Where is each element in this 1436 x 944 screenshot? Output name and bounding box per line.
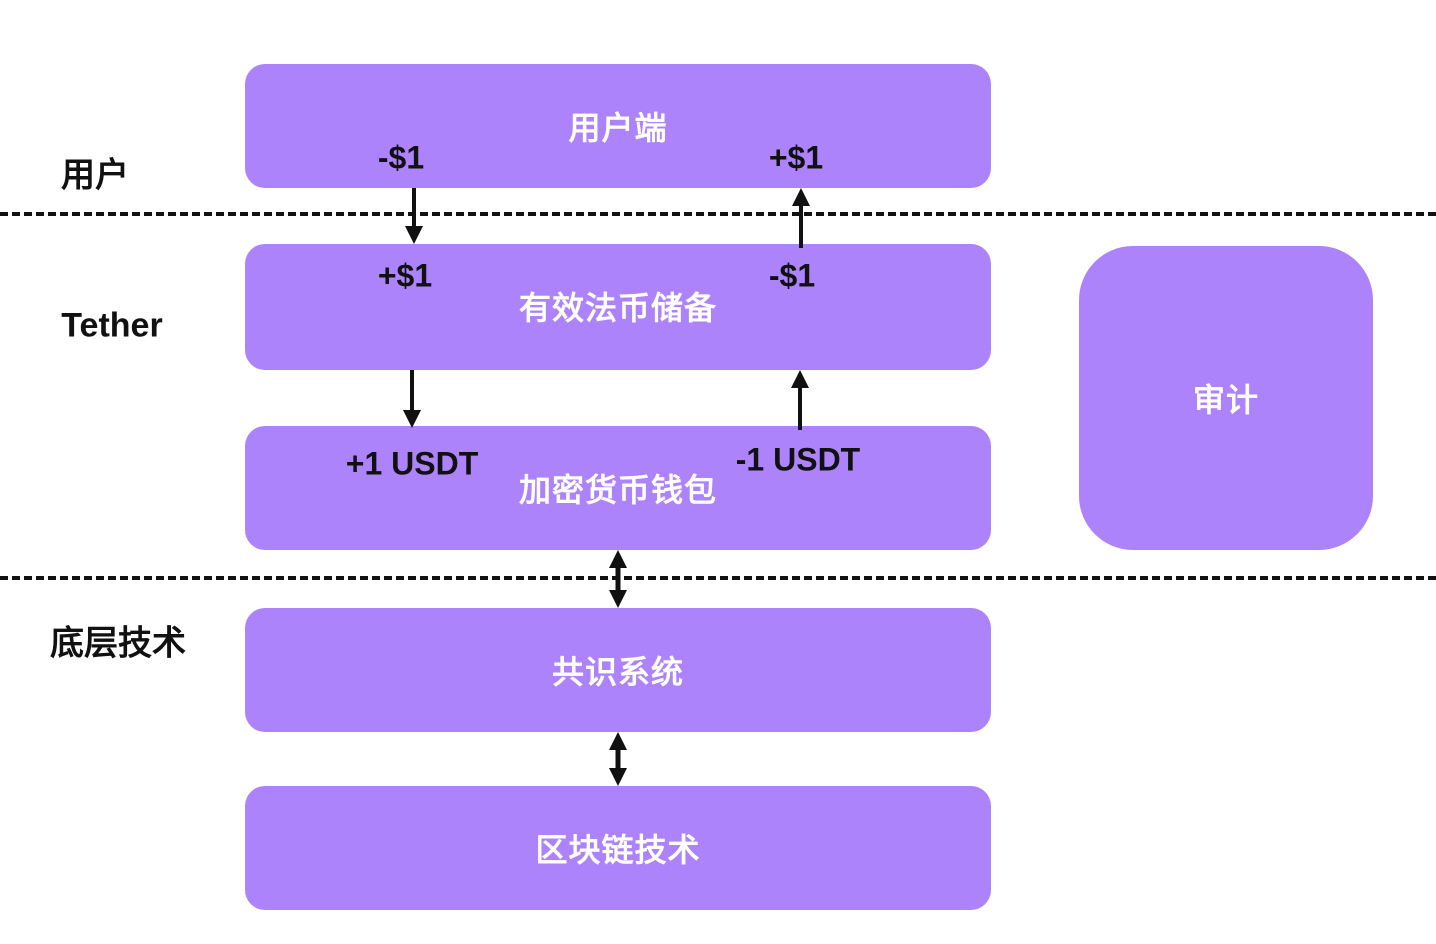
flow-label-wallet-out: -1 USDT (735, 441, 861, 478)
blockchain-title: 区块链技术 (535, 831, 701, 869)
arrow-consensus-blockchain-head-down (609, 768, 627, 786)
flow-label-reserve-in: +$1 (377, 257, 433, 294)
arrow-wallet-consensus-head-up (609, 550, 627, 568)
layer-label-user: 用户 (61, 155, 129, 196)
audit-box[interactable] (1079, 246, 1373, 550)
audit-title: 审计 (1192, 381, 1260, 419)
arrow-wallet-to-reserve-head (791, 370, 809, 388)
user-client-title: 用户端 (568, 109, 668, 147)
flow-label-user-in: +$1 (768, 139, 824, 176)
crypto-wallet-title: 加密货币钱包 (518, 471, 718, 509)
arrow-user-to-reserve-head (405, 226, 423, 244)
arrow-consensus-blockchain-head-up (609, 732, 627, 750)
arrow-reserve-to-user-head (792, 188, 810, 206)
arrow-wallet-consensus-head-down (609, 590, 627, 608)
crypto-wallet-box[interactable] (245, 426, 991, 550)
user-client-box[interactable] (245, 64, 991, 188)
consensus-title: 共识系统 (551, 653, 685, 691)
flow-label-wallet-in: +1 USDT (345, 445, 479, 482)
flow-label-user-out: -$1 (377, 139, 425, 176)
layer-label-tether: Tether (61, 306, 163, 345)
layer-label-base: 底层技术 (50, 623, 186, 664)
fiat-reserve-box[interactable] (245, 244, 991, 370)
blockchain-box[interactable] (245, 786, 991, 910)
layer-divider-tether-base (0, 576, 1436, 580)
layer-divider-user-tether (0, 212, 1436, 216)
consensus-box[interactable] (245, 608, 991, 732)
flow-label-reserve-out: -$1 (768, 257, 816, 294)
fiat-reserve-title: 有效法币储备 (518, 289, 718, 327)
